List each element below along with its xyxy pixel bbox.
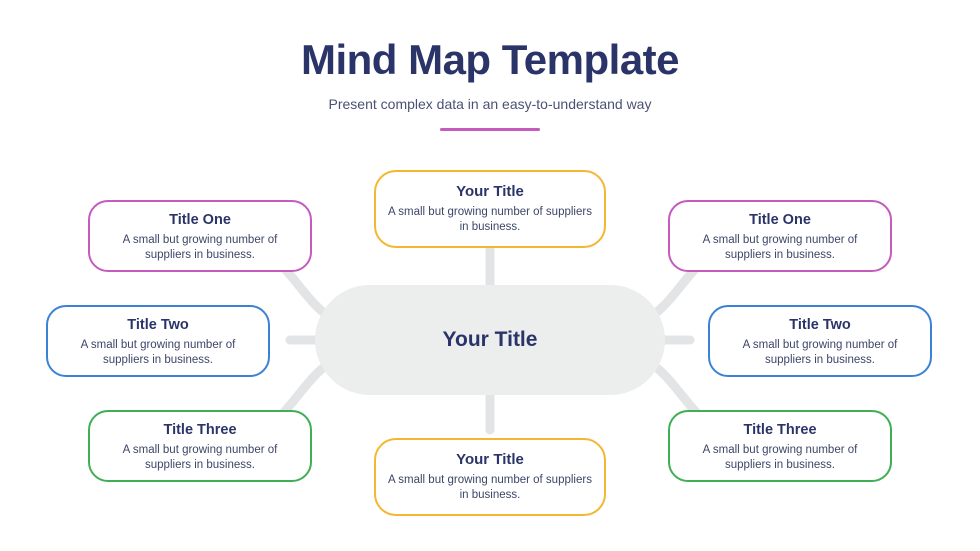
node-right-one[interactable]: Title One A small but growing number of … (668, 200, 892, 272)
node-body: A small but growing number of suppliers … (702, 444, 858, 471)
node-body: A small but growing number of suppliers … (80, 339, 236, 366)
page-title: Mind Map Template (300, 36, 680, 83)
node-title: Title One (169, 212, 231, 228)
node-right-three[interactable]: Title Three A small but growing number o… (668, 410, 892, 482)
node-body: A small but growing number of suppliers … (702, 234, 858, 261)
node-body: A small but growing number of suppliers … (388, 474, 592, 501)
node-left-three[interactable]: Title Three A small but growing number o… (88, 410, 312, 482)
node-title: Title Two (127, 317, 189, 333)
node-left-one[interactable]: Title One A small but growing number of … (88, 200, 312, 272)
node-title: Your Title (456, 451, 524, 468)
node-right-two[interactable]: Title Two A small but growing number of … (708, 305, 932, 377)
node-title: Title One (749, 212, 811, 228)
title-underline-rule (440, 128, 540, 131)
node-body: A small but growing number of suppliers … (122, 234, 278, 261)
node-body: A small but growing number of suppliers … (388, 206, 592, 233)
center-node-title: Your Title (442, 328, 538, 351)
center-node[interactable]: Your Title (315, 285, 665, 395)
node-title: Title Two (789, 317, 851, 333)
node-bottom-center[interactable]: Your Title A small but growing number of… (374, 438, 606, 516)
node-body: A small but growing number of suppliers … (742, 339, 898, 366)
node-top-center[interactable]: Your Title A small but growing number of… (374, 170, 606, 248)
page-subtitle: Present complex data in an easy-to-under… (328, 96, 652, 112)
node-title: Title Three (163, 422, 237, 438)
node-body: A small but growing number of suppliers … (122, 444, 278, 471)
node-title: Your Title (456, 183, 524, 200)
node-left-two[interactable]: Title Two A small but growing number of … (46, 305, 270, 377)
node-title: Title Three (743, 422, 817, 438)
